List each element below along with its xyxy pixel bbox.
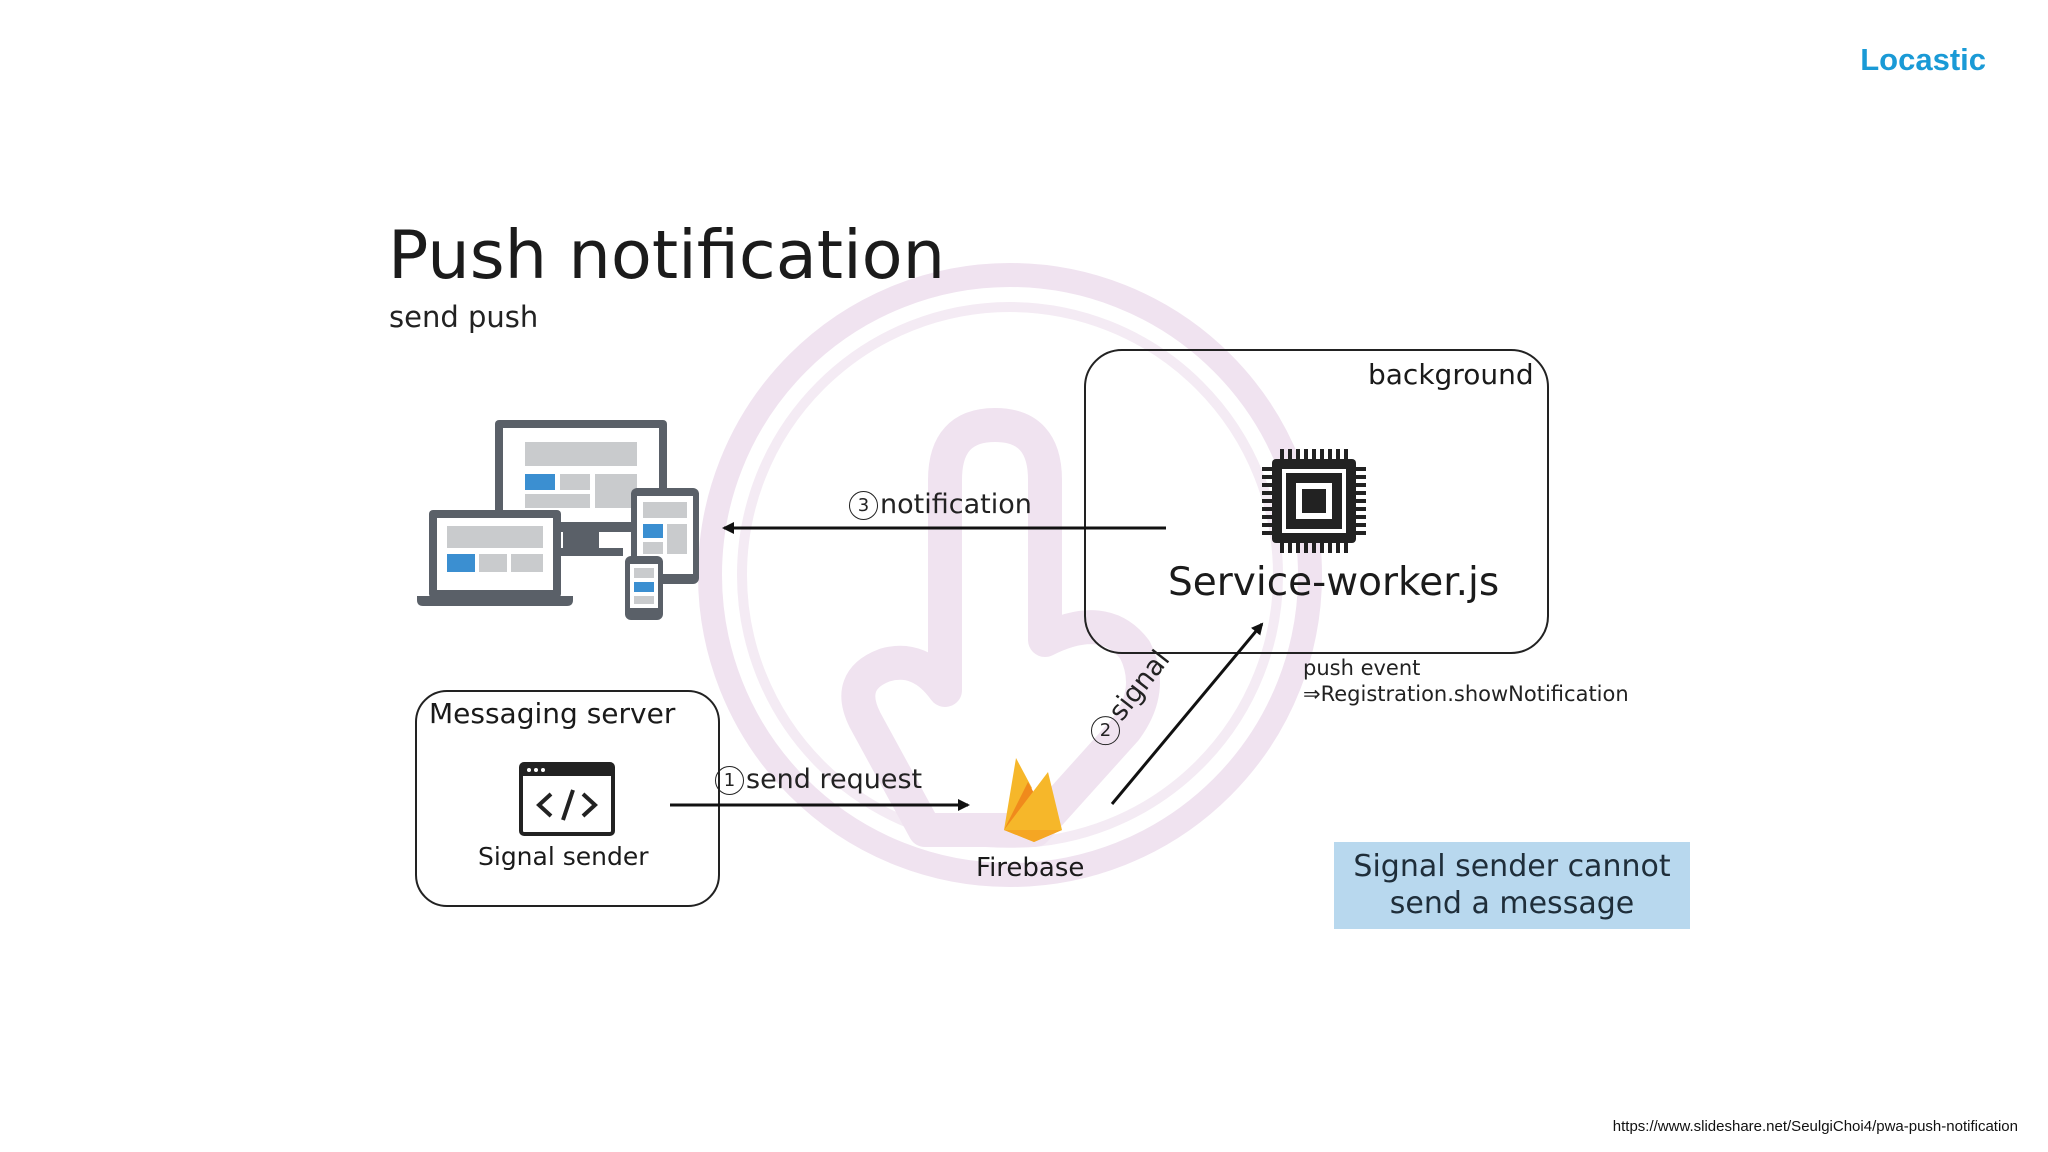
signal-arrow — [1110, 622, 1264, 805]
background-label: background — [1368, 358, 1534, 391]
messaging-server-box — [415, 690, 720, 907]
slide-title: Push notification — [388, 216, 946, 294]
step-number-badge: 3 — [849, 491, 878, 520]
show-notification-line: ⇒Registration.showNotification — [1303, 682, 1629, 706]
service-worker-label: Service-worker.js — [1168, 560, 1500, 605]
signal-sender-label: Signal sender — [478, 842, 649, 871]
background-context-box — [1084, 349, 1549, 654]
push-event-line: push event — [1303, 656, 1421, 680]
step-text: send request — [746, 764, 923, 795]
note-line: Signal sender cannot — [1353, 849, 1671, 884]
step-number-badge: 2 — [1091, 716, 1121, 746]
multi-device-icon — [417, 420, 699, 620]
messaging-server-label: Messaging server — [429, 697, 676, 730]
brand-logo-text: Locastic — [1860, 42, 1986, 77]
step-number-badge: 1 — [715, 766, 744, 795]
slide-subtitle: send push — [389, 300, 539, 334]
source-url: https://www.slideshare.net/SeulgiChoi4/p… — [1612, 1118, 2018, 1135]
firebase-flame-icon — [1004, 758, 1062, 842]
firebase-label: Firebase — [976, 853, 1085, 883]
cpu-chip-icon — [1262, 449, 1366, 553]
note-line: send a message — [1389, 886, 1635, 921]
note-callout: Signal sender cannot send a message — [1334, 842, 1690, 929]
step-text: notification — [880, 489, 1032, 520]
code-window-icon — [519, 762, 615, 836]
push-event-note: push event ⇒Registration.showNotificatio… — [1303, 655, 1629, 707]
